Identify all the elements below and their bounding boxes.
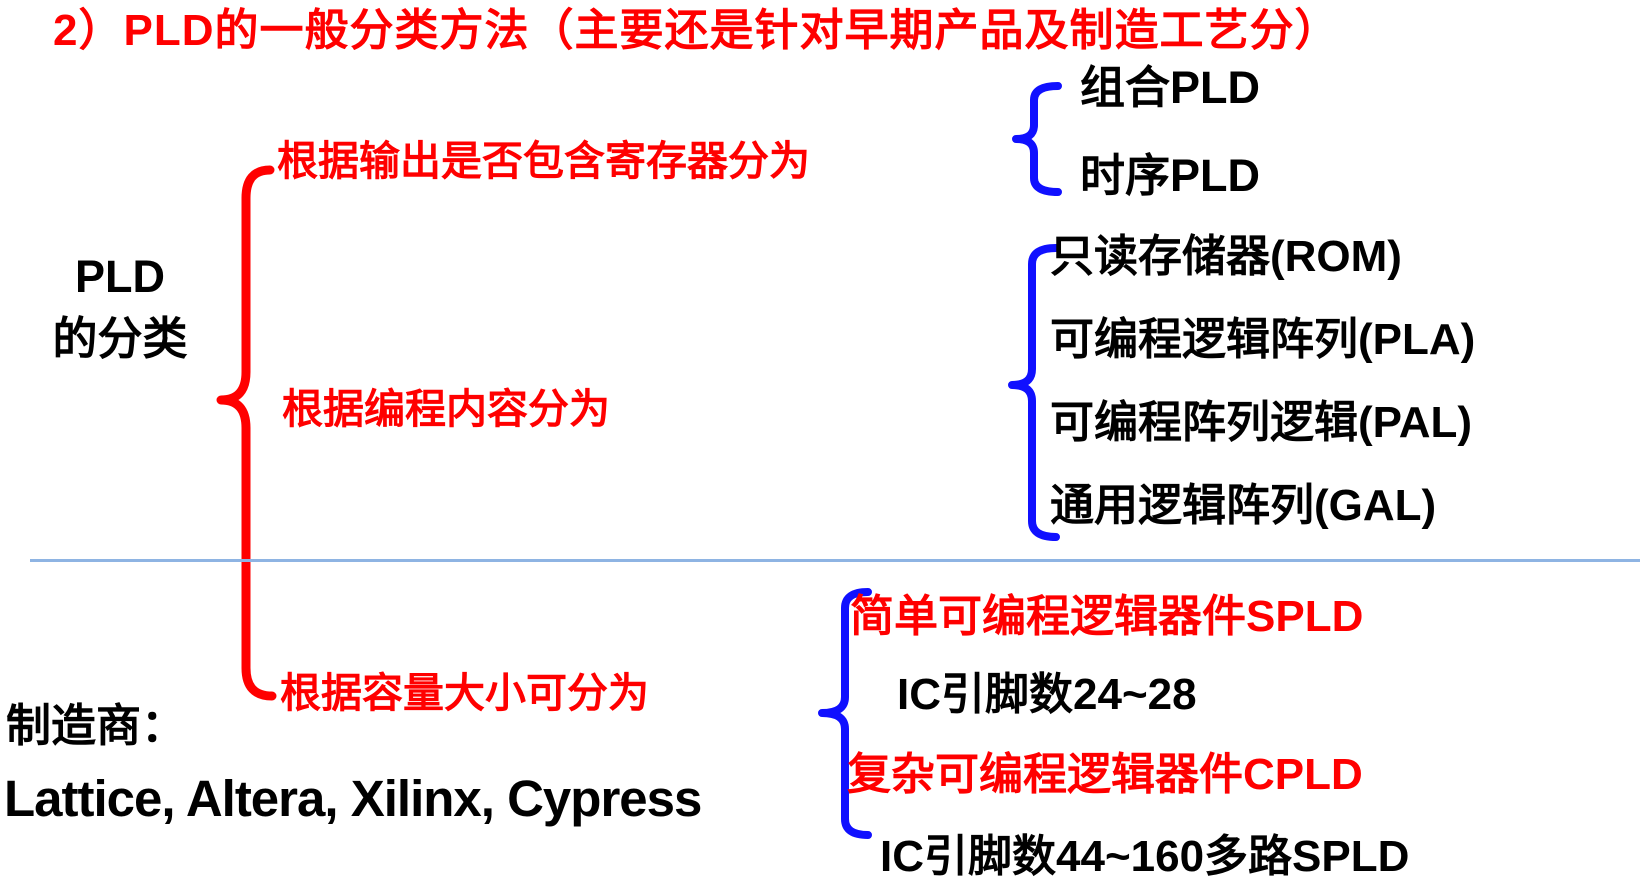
page-title: 2）PLD的一般分类方法（主要还是针对早期产品及制造工艺分）: [53, 6, 1340, 55]
branch1-brace: [1012, 82, 1062, 196]
branch3-item-cpld: 复杂可编程逻辑器件CPLD: [847, 750, 1363, 799]
section-divider-line: [30, 559, 1640, 562]
branch3-item-cpld-pins: IC引脚数44~160多路SPLD: [880, 832, 1410, 881]
branch3-item-spld-pins: IC引脚数24~28: [897, 670, 1197, 719]
manufacturers-list: Lattice, Altera, Xilinx, Cypress: [4, 770, 702, 827]
root-node: PLD 的分类: [36, 246, 204, 370]
branch1-item-sequential-pld: 时序PLD: [1080, 150, 1261, 201]
branch3-item-spld: 简单可编程逻辑器件SPLD: [850, 592, 1364, 641]
branch3-label: 根据容量大小可分为: [280, 670, 649, 716]
root-node-line1: PLD: [75, 251, 165, 302]
manufacturers-label: 制造商：: [6, 700, 187, 751]
branch1-item-combinational-pld: 组合PLD: [1080, 62, 1261, 113]
root-brace: [216, 165, 277, 701]
branch2-item-pal: 可编程阵列逻辑(PAL): [1050, 398, 1473, 447]
branch2-label: 根据编程内容分为: [282, 386, 610, 432]
branch2-item-rom: 只读存储器(ROM): [1050, 232, 1402, 281]
root-node-line2: 的分类: [52, 313, 188, 364]
branch1-label: 根据输出是否包含寄存器分为: [277, 138, 810, 184]
branch2-item-gal: 通用逻辑阵列(GAL): [1050, 481, 1437, 530]
branch2-item-pla: 可编程逻辑阵列(PLA): [1050, 315, 1476, 364]
